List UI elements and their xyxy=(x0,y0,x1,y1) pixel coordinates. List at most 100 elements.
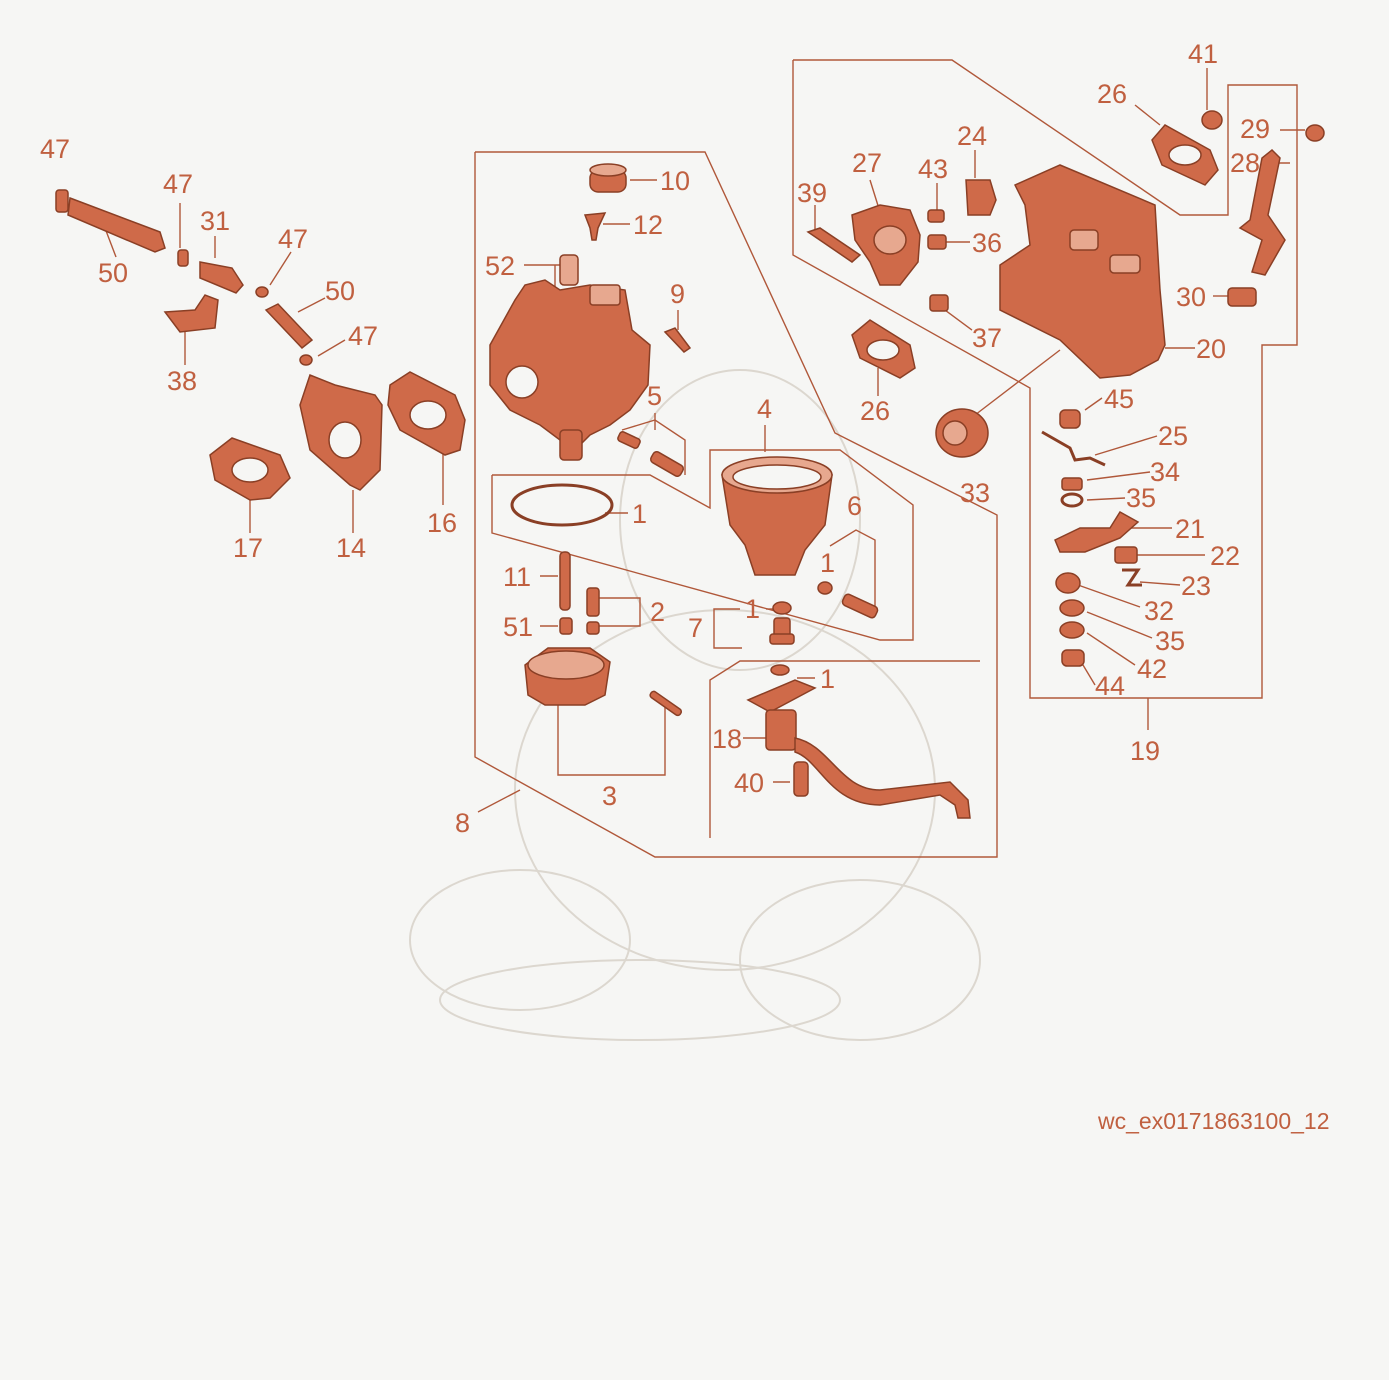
part-clip-47-icon xyxy=(177,249,189,267)
part-valve-27-icon xyxy=(851,204,921,286)
label-14: 14 xyxy=(336,533,366,563)
part-clip-47c-icon xyxy=(299,354,313,366)
label-39: 39 xyxy=(797,178,827,208)
part-float-bowl-4-icon xyxy=(721,456,833,576)
label-19: 19 xyxy=(1130,736,1160,766)
label-31: 31 xyxy=(200,206,230,236)
part-jets-2-icon xyxy=(586,587,600,635)
part-screw-5-icon xyxy=(617,431,685,477)
label-47-a: 47 xyxy=(40,134,70,164)
part-drain-screw-6-icon xyxy=(817,581,879,619)
watermark xyxy=(409,369,981,1041)
part-gasket-26-lower-icon xyxy=(851,319,916,379)
frame-1-bowl xyxy=(491,449,914,641)
label-35-b: 35 xyxy=(1155,626,1185,656)
label-18: 18 xyxy=(712,724,742,754)
label-10: 10 xyxy=(660,166,690,196)
part-bolt-7-icon xyxy=(769,601,795,645)
label-26-b: 26 xyxy=(860,396,890,426)
part-44-icon xyxy=(1061,649,1085,667)
part-funnel-12-icon xyxy=(583,212,607,241)
label-47-c: 47 xyxy=(278,224,308,254)
part-22-icon xyxy=(1114,546,1138,564)
label-52: 52 xyxy=(485,251,515,281)
part-governor-cover-20-icon xyxy=(999,164,1166,379)
part-float-3-icon xyxy=(524,647,683,717)
label-1-bolt: 1 xyxy=(745,594,760,624)
part-bolt-39-icon xyxy=(806,227,862,263)
part-42-icon xyxy=(1059,621,1085,639)
part-gasket-ring-1-icon xyxy=(510,483,614,527)
part-35-icon xyxy=(1060,492,1084,508)
label-37: 37 xyxy=(972,323,1002,353)
part-lever-28-icon xyxy=(1238,148,1286,276)
label-23: 23 xyxy=(1181,571,1211,601)
part-34-icon xyxy=(1061,477,1083,491)
label-5: 5 xyxy=(647,381,662,411)
label-47-b: 47 xyxy=(163,169,193,199)
label-17: 17 xyxy=(233,533,263,563)
label-8: 8 xyxy=(455,808,470,838)
part-30-icon xyxy=(1227,287,1257,307)
label-3: 3 xyxy=(602,781,617,811)
label-20: 20 xyxy=(1196,334,1226,364)
part-bracket-24-icon xyxy=(965,179,997,216)
label-38: 38 xyxy=(167,366,197,396)
label-30: 30 xyxy=(1176,282,1206,312)
label-43: 43 xyxy=(918,154,948,184)
part-needle-11-icon xyxy=(559,551,571,611)
label-45: 45 xyxy=(1104,384,1134,414)
label-21: 21 xyxy=(1175,514,1205,544)
label-33: 33 xyxy=(960,478,990,508)
label-36: 36 xyxy=(972,228,1002,258)
label-50-b: 50 xyxy=(325,276,355,306)
label-26-a: 26 xyxy=(1097,79,1127,109)
part-spring-45-icon xyxy=(1059,409,1081,429)
part-hose-50-lower-icon xyxy=(264,303,314,350)
label-24: 24 xyxy=(957,121,987,151)
callout-labels: 10 12 52 9 5 4 1 6 1 11 2 51 1 7 1 18 40… xyxy=(40,39,1270,838)
label-11: 11 xyxy=(503,562,531,592)
part-cap-32-icon xyxy=(1055,572,1081,594)
part-fuel-valve-18-icon xyxy=(746,664,971,819)
part-gasket-26-upper-icon xyxy=(1151,124,1219,186)
label-41: 41 xyxy=(1188,39,1218,69)
part-plate-14-icon xyxy=(299,374,383,491)
part-screw-9-icon xyxy=(663,327,692,353)
label-44: 44 xyxy=(1095,671,1125,701)
label-51: 51 xyxy=(503,612,533,642)
part-43-icon xyxy=(927,209,945,223)
part-spring-25-icon xyxy=(1041,430,1106,467)
label-32: 32 xyxy=(1144,596,1174,626)
label-1-bowl: 1 xyxy=(820,548,835,578)
label-6: 6 xyxy=(847,491,862,521)
label-42: 42 xyxy=(1137,654,1167,684)
part-hose-50-upper-icon xyxy=(55,189,166,253)
part-fitting-31-icon xyxy=(199,261,244,294)
part-spring-23-icon xyxy=(1122,568,1142,587)
frame-19 xyxy=(792,59,1298,699)
label-22: 22 xyxy=(1210,541,1240,571)
label-25: 25 xyxy=(1158,421,1188,451)
label-1-ring: 1 xyxy=(632,499,647,529)
part-37-icon xyxy=(929,294,949,312)
part-cap-10-icon xyxy=(589,163,627,193)
part-nut-41-icon xyxy=(1201,110,1223,130)
label-50-a: 50 xyxy=(98,258,128,288)
label-27: 27 xyxy=(852,148,882,178)
label-4: 4 xyxy=(757,394,772,424)
label-1-valve: 1 xyxy=(820,664,835,694)
part-gasket-17-icon xyxy=(209,437,291,501)
label-9: 9 xyxy=(670,279,685,309)
part-bracket-38-icon xyxy=(163,294,219,333)
group-frames xyxy=(474,59,1298,858)
part-carburetor-body-icon xyxy=(489,254,651,461)
leaders xyxy=(99,68,1305,813)
label-7: 7 xyxy=(688,613,703,643)
label-29: 29 xyxy=(1240,114,1270,144)
drawing-code: wc_ex0171863100_12 xyxy=(1098,1108,1330,1134)
frame-18 xyxy=(709,660,980,838)
part-36-icon xyxy=(927,234,947,250)
part-35b-icon xyxy=(1059,599,1085,617)
